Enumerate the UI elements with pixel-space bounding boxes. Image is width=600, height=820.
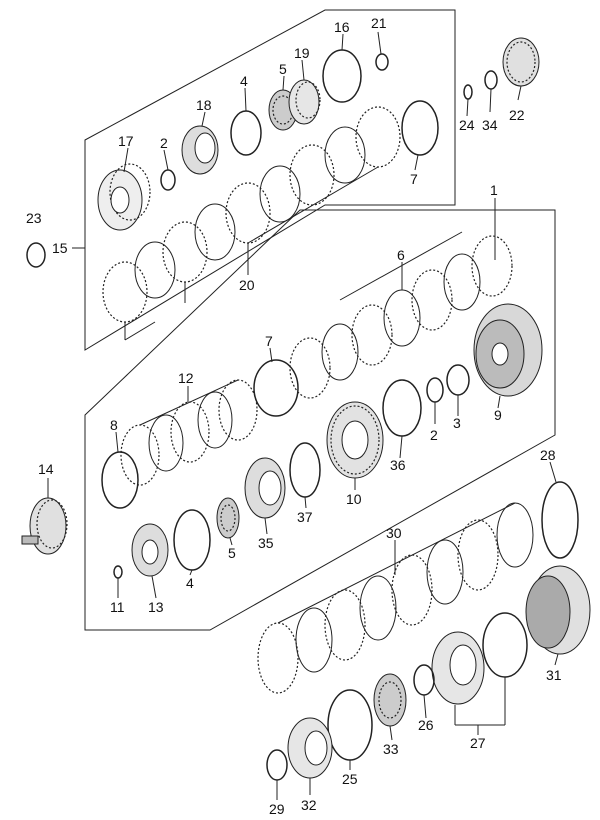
part-33-one-way-clutch (373, 673, 407, 727)
label-part-6: 6 (397, 247, 405, 263)
part-26-ring (413, 664, 435, 696)
label-part-29: 29 (269, 801, 285, 817)
part-13-carrier (131, 523, 169, 577)
label-part-21: 21 (371, 15, 387, 31)
part-37-ring (289, 442, 321, 498)
clutch-disc (102, 261, 148, 323)
clutch-disc (351, 304, 393, 366)
part-27-seal-ring (482, 612, 528, 678)
part-30-plates (257, 502, 534, 694)
steel-plate (443, 253, 481, 311)
label-part-7-upper: 7 (410, 171, 418, 187)
part-4-seal-ring (173, 509, 211, 571)
label-part-36: 36 (390, 457, 406, 473)
label-part-33: 33 (383, 741, 399, 757)
clutch-disc (289, 337, 331, 399)
part-2-snap-ring (160, 169, 176, 191)
part-16-ring (322, 49, 362, 103)
label-part-13: 13 (148, 599, 164, 615)
label-part-5-middle: 5 (228, 545, 236, 561)
part-29-snap-ring (266, 749, 288, 781)
part-24-washer (463, 84, 473, 100)
clutch-disc (471, 235, 513, 297)
label-part-1: 1 (490, 182, 498, 198)
label-part-23: 23 (26, 210, 42, 226)
steel-plate (259, 165, 301, 223)
label-part-4-middle: 4 (186, 575, 194, 591)
part-27-piston (431, 631, 485, 705)
label-part-32: 32 (301, 797, 317, 813)
label-part-25: 25 (342, 771, 358, 787)
label-part-20: 20 (239, 277, 255, 293)
label-part-7-middle: 7 (265, 333, 273, 349)
clutch-disc (411, 269, 453, 331)
label-part-5-upper: 5 (279, 61, 287, 77)
part-22-gear (502, 37, 540, 87)
label-part-9: 9 (494, 407, 502, 423)
label-part-11: 11 (110, 599, 125, 615)
steel-plate (194, 203, 236, 261)
part-number-labels: 1 2 2 3 4 4 5 5 6 7 7 8 9 10 11 12 13 14… (26, 15, 562, 817)
label-part-19: 19 (294, 45, 310, 61)
label-part-18: 18 (196, 97, 212, 113)
part-14-shaft-gear (21, 497, 68, 555)
part-36-ring (382, 379, 422, 437)
part-8-snap-ring (101, 451, 139, 509)
label-part-4-upper: 4 (240, 73, 248, 89)
steel-plate (383, 289, 421, 347)
label-part-15: 15 (52, 240, 68, 256)
part-12-plates (120, 379, 258, 486)
part-28-snap-ring (541, 481, 579, 559)
label-part-26: 26 (418, 717, 434, 733)
steel-plate (134, 241, 176, 299)
part-18-piston (181, 125, 219, 175)
part-2-snap-ring (426, 377, 444, 403)
label-part-2-upper: 2 (160, 135, 168, 151)
steel-plate (321, 323, 359, 381)
label-part-31: 31 (546, 667, 562, 683)
part-11-washer (113, 565, 123, 579)
label-part-17: 17 (118, 133, 134, 149)
part-23-washer (26, 242, 46, 268)
label-part-2-middle: 2 (430, 427, 438, 443)
part-32-piston (287, 717, 333, 779)
middle-group-frame (84, 209, 556, 631)
label-part-27: 27 (470, 735, 486, 751)
part-35-piston (244, 457, 286, 519)
steel-plate (324, 126, 366, 184)
part-7-snap-ring (253, 359, 299, 417)
part-21-washer (375, 53, 389, 71)
part-5-one-way-clutch (216, 497, 240, 539)
part-25-seal-ring (327, 689, 373, 761)
label-part-14: 14 (38, 461, 54, 477)
part-3-ring (446, 364, 470, 396)
part-10-gear-hub (326, 401, 384, 479)
label-part-12: 12 (178, 370, 194, 386)
label-part-37: 37 (297, 509, 313, 525)
label-part-24: 24 (459, 117, 475, 133)
label-part-22: 22 (509, 107, 525, 123)
part-34-washer (484, 70, 498, 90)
clutch-disc (355, 106, 401, 168)
part-9-drum (473, 303, 543, 397)
label-part-28: 28 (540, 447, 556, 463)
label-part-16: 16 (334, 19, 350, 35)
label-part-30: 30 (386, 525, 402, 541)
label-part-3: 3 (453, 415, 461, 431)
upper-group-frame (84, 9, 456, 351)
label-part-8: 8 (110, 417, 118, 433)
part-4-seal-ring (230, 110, 262, 156)
part-17-drum (97, 163, 151, 231)
leader-lines (47, 31, 559, 800)
part-7-snap-ring (401, 100, 439, 156)
part-31-drum (525, 565, 591, 655)
label-part-34: 34 (482, 117, 498, 133)
part-19-hub (288, 79, 321, 125)
clutch-disc (289, 144, 335, 206)
label-part-35: 35 (258, 535, 274, 551)
label-part-10: 10 (346, 491, 362, 507)
